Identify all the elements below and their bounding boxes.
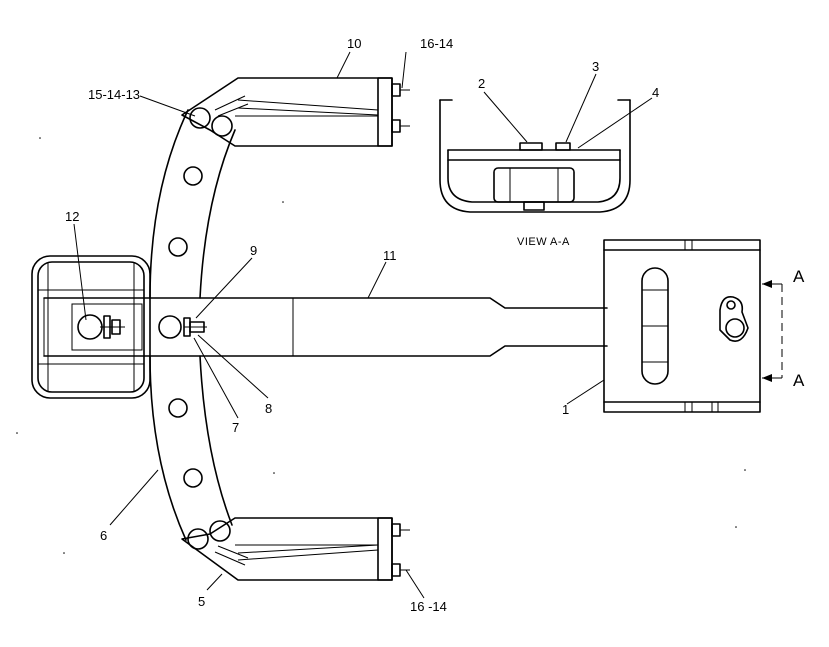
label-5: 5 — [198, 594, 205, 609]
label-4: 4 — [652, 85, 659, 100]
section-mark-bottom: A — [793, 371, 805, 390]
label-2: 2 — [478, 76, 485, 91]
label-15-14-13: 15-14-13 — [88, 87, 140, 102]
label-16-14-top: 16-14 — [420, 36, 453, 51]
lower-curved-arm — [149, 355, 233, 550]
section-mark-top: A — [793, 267, 805, 286]
right-end-bracket — [603, 239, 761, 413]
label-6: 6 — [100, 528, 107, 543]
label-12: 12 — [65, 209, 79, 224]
label-8: 8 — [265, 401, 272, 416]
center-bolt — [183, 317, 207, 337]
section-marker: A A — [762, 267, 805, 390]
label-3: 3 — [592, 59, 599, 74]
upper-clamp — [181, 77, 410, 147]
view-caption: VIEW A-A — [517, 236, 570, 248]
label-16-14-bottom: 16 -14 — [410, 599, 447, 614]
label-10: 10 — [347, 36, 361, 51]
main-boom — [149, 297, 608, 357]
left-end-bracket — [31, 255, 151, 399]
label-9: 9 — [250, 243, 257, 258]
lower-clamp — [181, 517, 410, 581]
scan-specks — [16, 137, 746, 554]
upper-curved-arm — [149, 107, 236, 299]
view-a-a-inset: VIEW A-A — [439, 99, 631, 248]
label-1: 1 — [562, 402, 569, 417]
label-7: 7 — [232, 420, 239, 435]
callout-labels: 10 16-14 15-14-13 12 9 11 2 3 4 1 8 7 6 … — [65, 36, 659, 614]
label-11: 11 — [383, 248, 397, 263]
leader-lines — [73, 51, 653, 599]
